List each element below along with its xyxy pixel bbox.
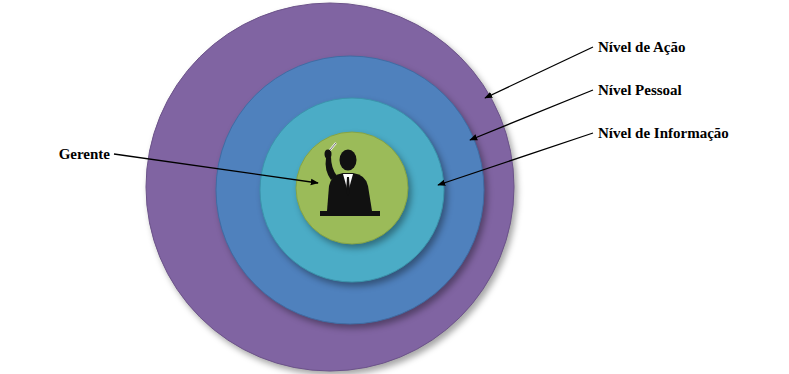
cigar: [330, 143, 336, 150]
level-label: Nível de Ação: [598, 38, 686, 56]
manager-icon: [320, 143, 380, 216]
circle-fill: [296, 132, 408, 244]
level-label: Gerente: [59, 145, 110, 163]
raised-arm: [326, 157, 337, 180]
cigar-outline: [330, 143, 336, 150]
hand: [325, 150, 332, 159]
leader-lines: [114, 47, 593, 185]
circle-fill: [260, 98, 444, 282]
desk: [320, 211, 380, 216]
tie: [346, 177, 350, 196]
leader-arrow: [114, 154, 318, 183]
leader-arrow: [470, 90, 593, 140]
head: [340, 150, 357, 171]
leader-arrow: [485, 47, 593, 98]
circle-fill: [216, 56, 484, 324]
level-label: Nível Pessoal: [598, 81, 682, 99]
level-label: Nível de Informação: [598, 124, 729, 142]
leader-arrow: [438, 133, 593, 185]
circle-fill: [146, 3, 514, 371]
suit-body: [327, 173, 372, 211]
